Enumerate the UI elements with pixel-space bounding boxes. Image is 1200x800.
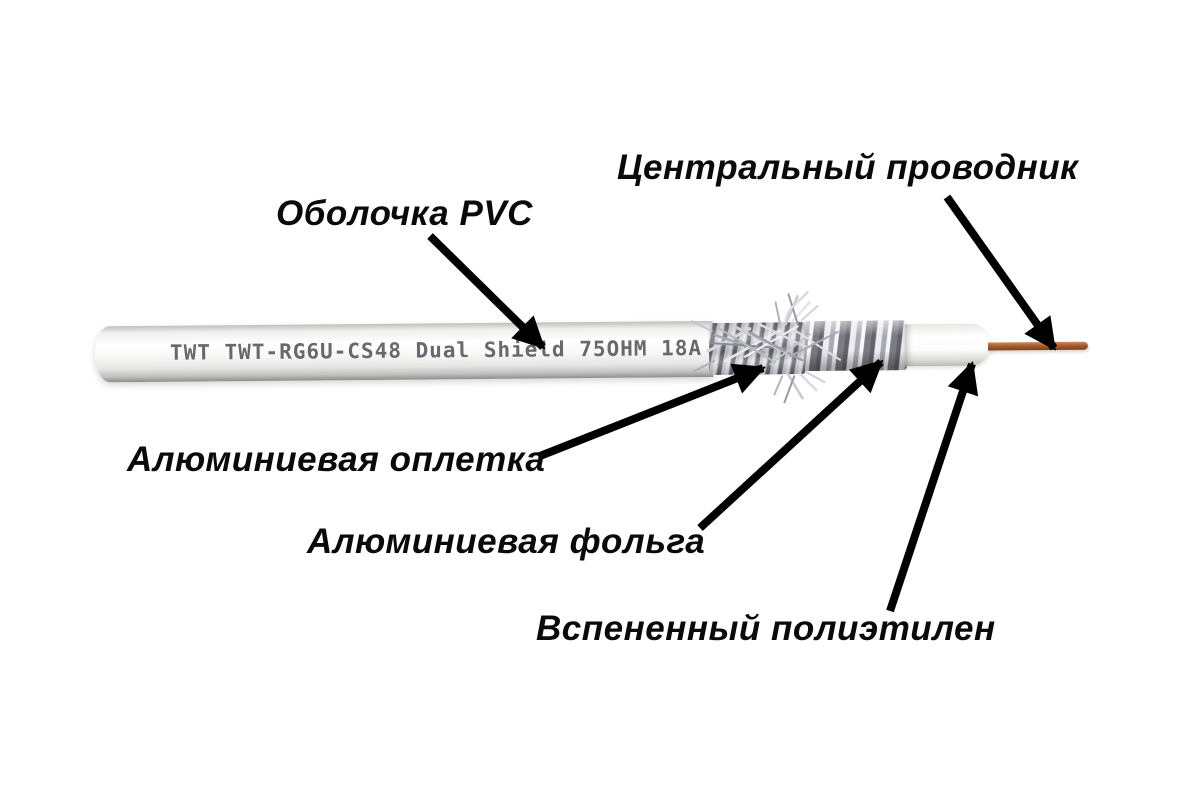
arrow-center-conductor — [943, 194, 1058, 351]
label-jacket-pvc: Оболочка PVC — [276, 194, 533, 233]
arrow-foamed-pe — [886, 360, 979, 613]
label-aluminum-braid: Алюминиевая оплетка — [127, 440, 546, 479]
label-center-conductor: Центральный проводник — [617, 148, 1079, 187]
coaxial-cable-photo: TWT TWT-RG6U-CS48 Dual Shield 75OHM 18A — [94, 290, 1096, 404]
arrow-aluminum-foil — [697, 359, 884, 531]
braid-strands-graphic — [690, 290, 842, 404]
label-foamed-pe: Вспененный полиэтилен — [536, 609, 996, 648]
arrow-aluminum-braid — [538, 363, 766, 460]
arrow-jacket-pvc — [427, 233, 546, 350]
label-aluminum-foil: Алюминиевая фольга — [307, 522, 706, 561]
